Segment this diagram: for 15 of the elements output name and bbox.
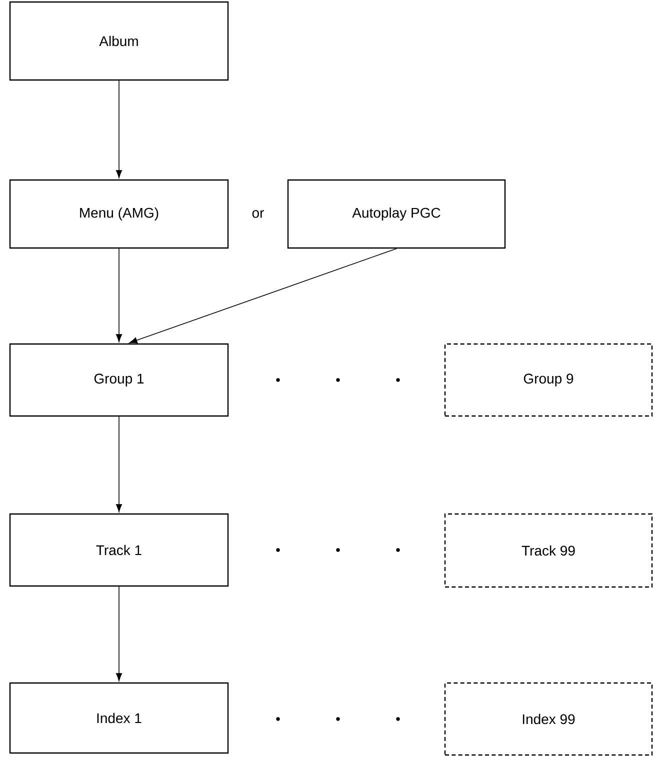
dashed-box: Group 9 xyxy=(444,343,653,417)
arrow xyxy=(116,80,122,178)
arrow xyxy=(116,248,122,342)
arrow xyxy=(129,248,397,344)
process-box: Index 1 xyxy=(9,682,229,754)
arrow xyxy=(116,586,122,682)
process-box: Autoplay PGC xyxy=(287,179,506,249)
arrow xyxy=(116,416,122,512)
dashed-box: Track 99 xyxy=(444,513,653,588)
dashed-box: Index 99 xyxy=(444,682,653,756)
process-box: Album xyxy=(9,1,229,81)
process-box: Menu (AMG) xyxy=(9,179,229,249)
label: or xyxy=(252,210,264,218)
process-box: Group 1 xyxy=(9,343,229,417)
process-box: Track 1 xyxy=(9,513,229,587)
